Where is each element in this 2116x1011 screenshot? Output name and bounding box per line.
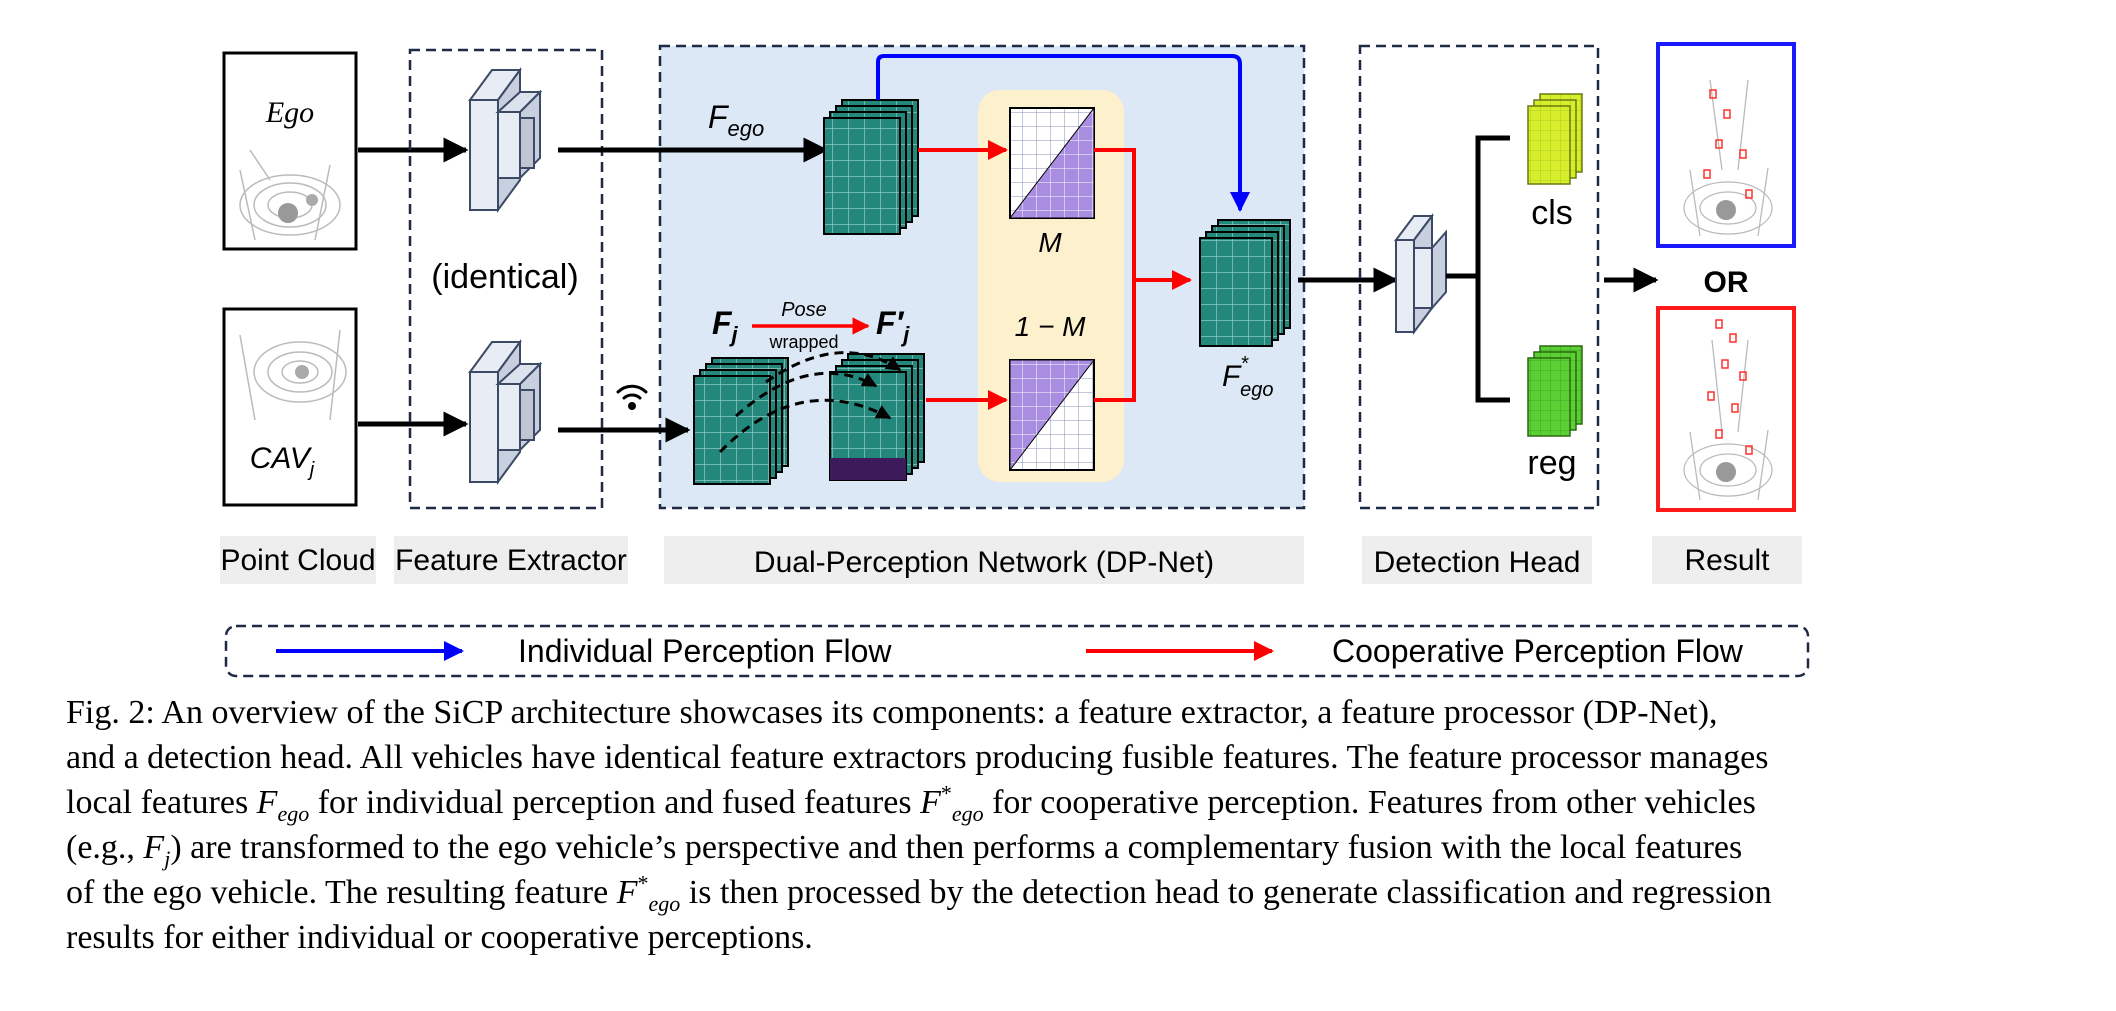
ego-label: Ego bbox=[265, 96, 314, 129]
legend-cooperative-label: Cooperative Perception Flow bbox=[1332, 633, 1744, 669]
fj-label: Fj bbox=[712, 305, 739, 347]
transform-arrows bbox=[718, 351, 902, 454]
section-labels: Point Cloud Feature Extractor Dual-Perce… bbox=[220, 536, 1802, 584]
result-individual bbox=[1656, 42, 1796, 248]
cav-point-cloud: CAVj bbox=[222, 307, 358, 507]
label-result: Result bbox=[1684, 544, 1770, 577]
caption-line-4: (e.g., Fj) are transformed to the ego ve… bbox=[66, 829, 1743, 871]
identical-label: (identical) bbox=[431, 258, 578, 296]
fego-feature-stack bbox=[823, 99, 919, 235]
legend-individual-label: Individual Perception Flow bbox=[518, 633, 892, 669]
pose-label: Pose bbox=[781, 299, 827, 321]
cls-label: cls bbox=[1531, 194, 1573, 232]
reg-label: reg bbox=[1527, 444, 1576, 482]
mask-m bbox=[1008, 106, 1095, 219]
ego-point-cloud: Ego bbox=[222, 51, 358, 251]
wrapped-label: wrapped bbox=[768, 332, 838, 352]
label-feature-extractor: Feature Extractor bbox=[395, 544, 627, 577]
fj-feature-stack bbox=[693, 357, 789, 485]
label-detection-head: Detection Head bbox=[1374, 546, 1581, 579]
reg-feature-stack bbox=[1527, 345, 1583, 437]
or-label: OR bbox=[1704, 266, 1749, 299]
individual-flow-arrow bbox=[876, 54, 1250, 212]
fj-prime-feature-stack bbox=[829, 353, 925, 481]
cls-feature-stack bbox=[1527, 93, 1583, 185]
mask-m-label: M bbox=[1038, 227, 1062, 258]
feature-extractor-box bbox=[408, 48, 604, 510]
cav-label: CAVj bbox=[250, 442, 315, 481]
architecture-diagram: Ego CAVj (identical) bbox=[220, 42, 1810, 678]
caption-line-5: of the ego vehicle. The resulting featur… bbox=[66, 870, 1772, 916]
mask-1m bbox=[1009, 359, 1096, 472]
label-point-cloud: Point Cloud bbox=[220, 544, 375, 577]
fego-star-feature-stack bbox=[1199, 219, 1291, 347]
mask-1m-label: 1 − M bbox=[1015, 311, 1086, 342]
detection-head-icon bbox=[1394, 213, 1447, 335]
legend: Individual Perception Flow Cooperative P… bbox=[224, 624, 1810, 678]
fego-star-label: F*ego bbox=[1222, 353, 1274, 401]
fego-label: Fego bbox=[708, 99, 764, 141]
wifi-icon bbox=[616, 384, 648, 410]
figure-caption: Fig. 2: An overview of the SiCP architec… bbox=[66, 690, 2056, 960]
fj-prime-label: F′j bbox=[876, 305, 910, 347]
extractor-top-icon bbox=[468, 66, 543, 214]
extractor-bottom-icon bbox=[468, 338, 543, 486]
detection-head-box bbox=[1358, 44, 1600, 510]
label-dpnet: Dual-Perception Network (DP-Net) bbox=[754, 546, 1214, 579]
cooperative-flow-arrows bbox=[918, 140, 1192, 410]
caption-line-2: and a detection head. All vehicles have … bbox=[66, 739, 1769, 776]
caption-line-3: local features Fego for individual perce… bbox=[66, 780, 1756, 826]
caption-line-6: results for either individual or coopera… bbox=[66, 919, 813, 956]
result-cooperative bbox=[1656, 306, 1796, 512]
head-branches bbox=[1446, 135, 1510, 403]
caption-line-1: Fig. 2: An overview of the SiCP architec… bbox=[66, 694, 1718, 731]
